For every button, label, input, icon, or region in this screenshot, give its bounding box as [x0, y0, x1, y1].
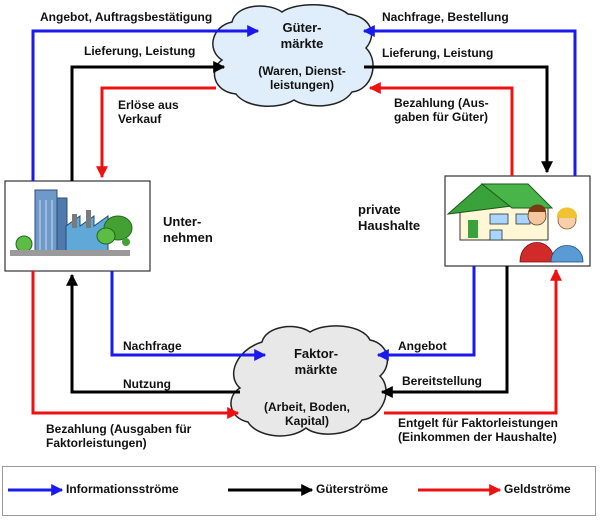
legend [2, 466, 596, 516]
legend-money-label: Geldströme [504, 482, 571, 496]
legend-goods-label: Güterströme [316, 482, 389, 496]
label-payment-goods: Bezahlung (Aus- gaben für Güter) [394, 96, 489, 124]
factor-market-title-line2: märkte [294, 362, 338, 377]
label-delivery-right: Lieferung, Leistung [382, 46, 494, 60]
label-revenue-line2: Verkauf [118, 112, 162, 126]
label-offer-factor: Angebot [398, 339, 447, 353]
firms-box [4, 180, 151, 272]
legend-info-label: Informationsströme [66, 482, 179, 496]
households-label-line2: Haushalte [358, 218, 421, 233]
label-payment-factor-line2: Faktorleistungen) [46, 436, 147, 450]
info-flow-demand-factor [110, 271, 267, 361]
label-payment-goods-line2: gaben für Güter) [394, 110, 489, 124]
money-flow-revenue [96, 86, 216, 179]
goods-flow-usage [66, 273, 240, 394]
money-flow-payment-goods [368, 82, 514, 176]
factory-icon [10, 189, 133, 256]
factor-market-cloud [230, 325, 389, 437]
goods-flow-provision [380, 266, 509, 398]
label-remuneration-line1: Entgelt für Faktorleistungen [398, 416, 559, 430]
households-label-line1: private [358, 202, 401, 217]
goods-market-title: Güter- märkte [262, 20, 342, 52]
households-box [444, 175, 591, 267]
label-usage: Nutzung [123, 377, 171, 391]
house-with-people-icon [446, 183, 584, 263]
goods-market-subtitle-line1: (Waren, Dienst- [258, 64, 346, 78]
factor-market-subtitle: (Arbeit, Boden, Kapital) [252, 400, 362, 428]
money-flow-payment-factor [31, 271, 240, 419]
info-flow-offer-confirmation [31, 25, 260, 181]
goods-market-title-line1: Güter- [282, 20, 322, 35]
info-flow-offer-factor [376, 266, 476, 361]
factor-market-subtitle-line1: (Arbeit, Boden, [264, 400, 350, 414]
label-payment-factor: Bezahlung (Ausgaben für Faktorleistungen… [46, 422, 191, 450]
label-payment-goods-line1: Bezahlung (Aus- [394, 96, 489, 110]
label-revenue-line1: Erlöse aus [118, 98, 179, 112]
info-flow-demand-order [362, 25, 577, 176]
label-offer-confirmation: Angebot, Auftragsbestätigung [40, 10, 213, 24]
label-provision: Bereitstellung [402, 374, 483, 388]
goods-flow-delivery-right [364, 65, 553, 174]
label-remuneration-line2: (Einkommen der Haushalte) [398, 430, 557, 444]
firms-label-line2: nehmen [163, 230, 213, 245]
factor-market-title: Faktor- märkte [276, 346, 356, 378]
label-demand-factor: Nachfrage [123, 339, 182, 353]
goods-flow-delivery-left [70, 61, 226, 181]
money-flow-remuneration [384, 268, 562, 415]
households-label: private Haushalte [358, 202, 420, 234]
goods-market-subtitle-line2: leistungen) [269, 78, 334, 92]
factor-market-title-line1: Faktor- [293, 346, 339, 361]
goods-market-title-line2: märkte [280, 36, 324, 51]
label-remuneration: Entgelt für Faktorleistungen (Einkommen … [398, 416, 558, 444]
label-delivery-left: Lieferung, Leistung [84, 44, 196, 58]
firms-label-line1: Unter- [163, 214, 202, 229]
label-revenue: Erlöse aus Verkauf [118, 98, 179, 126]
firms-label: Unter- nehmen [163, 214, 213, 246]
label-demand-order: Nachfrage, Bestellung [382, 10, 509, 24]
factor-market-subtitle-line2: Kapital) [284, 414, 329, 428]
label-payment-factor-line1: Bezahlung (Ausgaben für [46, 422, 192, 436]
goods-market-subtitle: (Waren, Dienst- leistungen) [238, 64, 366, 92]
